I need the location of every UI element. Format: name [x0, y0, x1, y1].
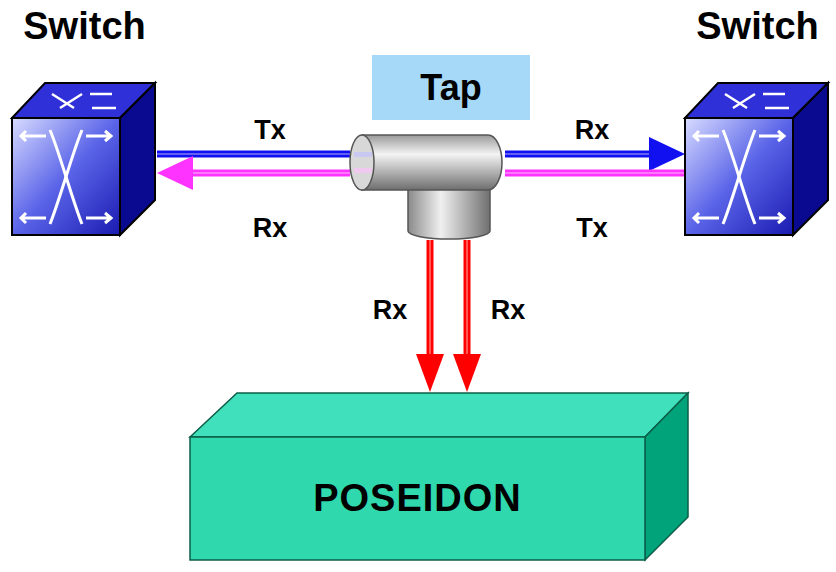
- switch-arrows: [694, 130, 784, 224]
- line-highlight: [505, 153, 649, 155]
- signal-label: Tx: [252, 115, 288, 146]
- switch-front-face: [685, 118, 793, 235]
- line-highlight: [466, 240, 468, 354]
- tap-stem: [408, 183, 490, 239]
- switch-arrows: [21, 130, 111, 224]
- switch-side-face: [120, 83, 155, 235]
- signal-label: Tx: [574, 213, 610, 244]
- tap-end-cap: [350, 135, 374, 190]
- line-highlight: [429, 240, 431, 354]
- box-side-face: [645, 393, 688, 560]
- tap-node: Tap: [350, 55, 505, 240]
- signal-label: Rx: [489, 295, 528, 326]
- device-name: POSEIDON: [313, 477, 522, 520]
- signal-label: Rx: [371, 295, 410, 326]
- signal-line: [505, 170, 685, 177]
- tap-port: [354, 152, 372, 157]
- switch-node: Switch: [12, 4, 157, 238]
- signal-line: [427, 240, 434, 354]
- switch-top-arrows: [725, 94, 789, 108]
- signal-label: Rx: [573, 115, 612, 146]
- tap-port: [354, 168, 372, 173]
- box-front-face: [190, 437, 645, 560]
- analyzer-box: POSEIDON: [190, 392, 690, 562]
- signal-line: [505, 151, 649, 158]
- switch-node: Switch: [685, 4, 830, 238]
- switch-front-face: [12, 118, 120, 235]
- tap-label-box: Tap: [372, 55, 530, 120]
- switch-heading: Switch: [685, 4, 830, 48]
- switch-top-arrows: [52, 94, 116, 108]
- line-highlight: [505, 172, 685, 174]
- signal-line: [157, 151, 350, 158]
- tap-body: [362, 135, 502, 190]
- switch-heading: Switch: [12, 4, 157, 48]
- signal-line: [464, 240, 471, 354]
- line-highlight: [193, 172, 350, 174]
- switch-side-face: [793, 83, 828, 235]
- line-highlight: [157, 153, 350, 155]
- signal-line: [193, 170, 350, 177]
- signal-label: Rx: [251, 213, 290, 244]
- box-top-face: [190, 393, 688, 437]
- box-label-area: POSEIDON: [190, 437, 645, 560]
- tap-label: Tap: [420, 67, 481, 109]
